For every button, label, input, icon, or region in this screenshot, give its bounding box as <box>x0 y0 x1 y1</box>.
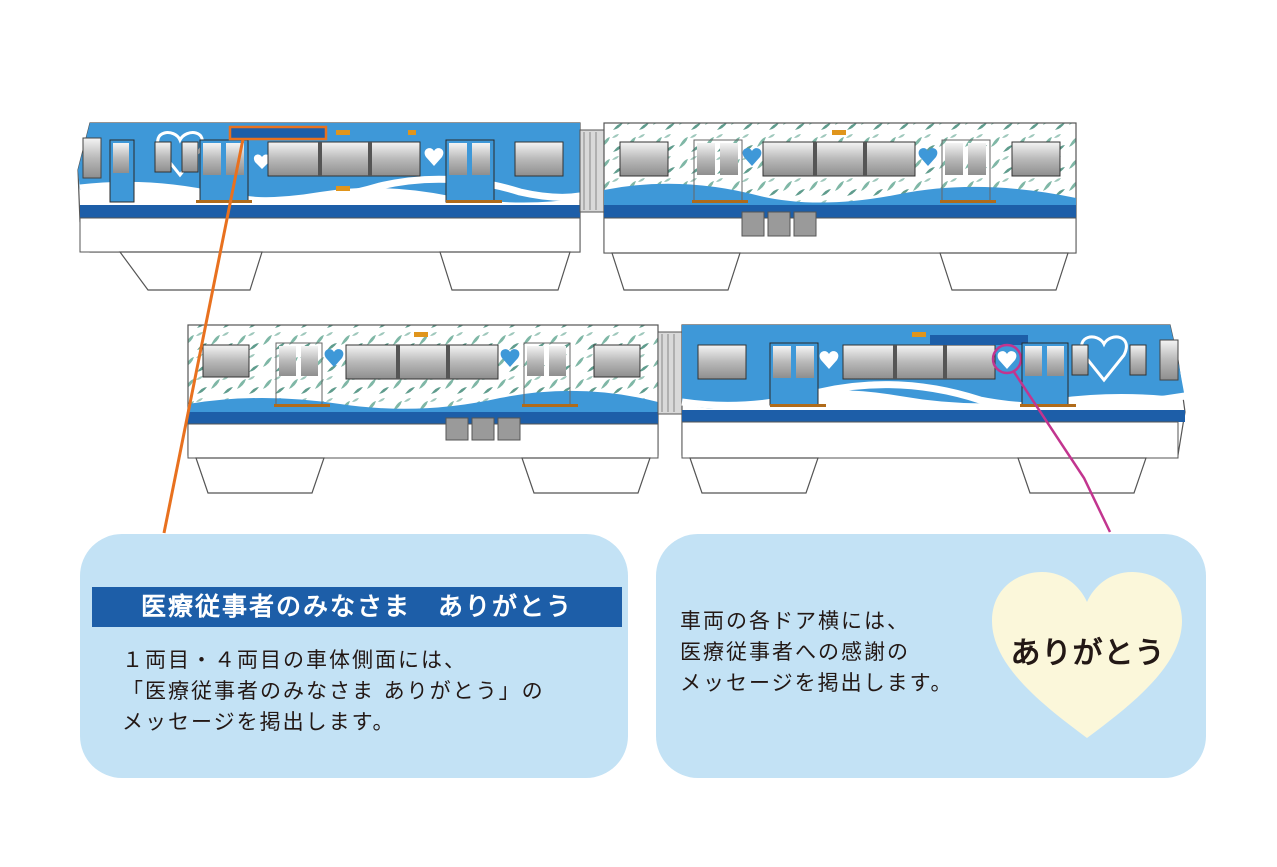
car-2 <box>603 122 1077 291</box>
top-train <box>77 122 1077 291</box>
message-banner: 医療従事者のみなさま ありがとう <box>92 587 622 627</box>
description-line: 医療従事者への感謝の <box>680 640 910 664</box>
right-description: 車両の各ドア横には、 医療従事者への感謝の メッセージを掲出します。 <box>680 606 953 699</box>
callout-left <box>80 534 628 778</box>
description-line: １両目・４両目の車体側面には、 <box>122 648 467 672</box>
heart-icon <box>992 572 1182 738</box>
leader-line-left <box>162 138 245 534</box>
car-1 <box>77 122 581 291</box>
car-3 <box>187 324 659 494</box>
heart-message: ありがとう <box>1010 636 1166 671</box>
description-line: 「医療従事者のみなさま ありがとう」の <box>122 679 545 703</box>
leader-line-right <box>1012 371 1112 533</box>
description-line: メッセージを掲出します。 <box>680 671 954 695</box>
left-description: １両目・４両目の車体側面には、 「医療従事者のみなさま ありがとう」の メッセー… <box>122 645 545 738</box>
description-line: 車両の各ドア横には、 <box>680 609 910 633</box>
bottom-train <box>187 324 1186 494</box>
car-4 <box>681 324 1186 494</box>
description-line: メッセージを掲出します。 <box>122 710 396 734</box>
